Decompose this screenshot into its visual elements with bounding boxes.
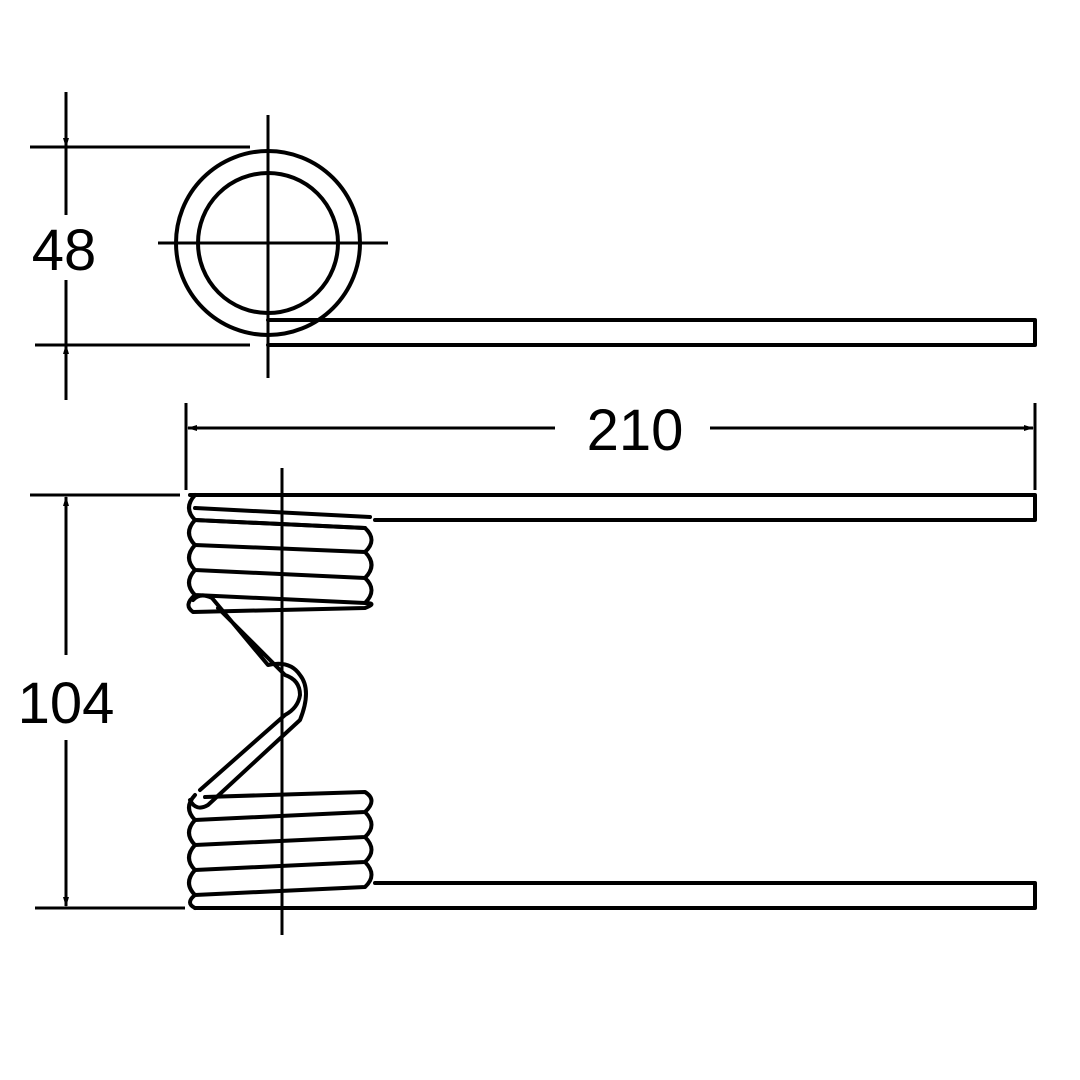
center-loop bbox=[188, 593, 308, 810]
dimension-coil-diameter: 48 bbox=[30, 92, 250, 400]
dimension-overall-length: 210 bbox=[184, 398, 1037, 490]
dimension-overall-height: 104 bbox=[18, 493, 185, 910]
upper-coil bbox=[186, 493, 374, 614]
end-view-tine bbox=[266, 318, 1037, 347]
dimension-label-104: 104 bbox=[18, 671, 115, 736]
lower-tine bbox=[193, 881, 1037, 910]
side-view bbox=[186, 468, 1037, 935]
end-view bbox=[158, 115, 1037, 378]
upper-tine bbox=[188, 493, 1037, 522]
lower-coil bbox=[187, 790, 374, 910]
dimension-label-210: 210 bbox=[587, 398, 684, 463]
dimension-label-48: 48 bbox=[32, 218, 97, 283]
